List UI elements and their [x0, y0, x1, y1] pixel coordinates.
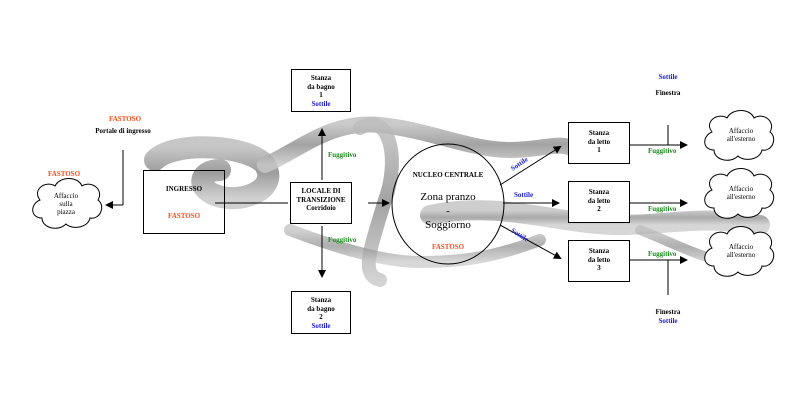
letto1-line-1: Stanza [588, 129, 610, 137]
finestra-top-tag: Sottile [658, 73, 678, 81]
bagno2-line-3: 2 [319, 313, 323, 321]
stanza-bagno-1-box: Stanza da bagno 1 Sottile [291, 69, 351, 112]
letto2-line-2: da letto [587, 196, 611, 205]
piazza-line-1: Affaccio [53, 192, 79, 200]
bagno1-line-3: 1 [319, 91, 323, 99]
cloud-right-3-line-1: Affaccio [728, 243, 754, 251]
nucleo-tag: FASTOSO [431, 243, 465, 251]
cloud-right-1-line-2: all'esterno [726, 135, 756, 143]
letto3-line-1: Stanza [588, 247, 610, 255]
nucleo-line-3: Soggiorno [425, 219, 471, 231]
letto1-line-2: da letto [587, 137, 611, 146]
connectors [105, 125, 688, 295]
portale-tag: FASTOSO [108, 115, 142, 123]
cloud-right-1-text: Affaccio all'esterno [716, 127, 766, 143]
letto2-line-1: Stanza [588, 188, 610, 196]
letto1-line-3: 1 [597, 146, 601, 154]
piazza-line-3: piazza [57, 208, 75, 216]
stanza-letto-1-box: Stanza da letto 1 [568, 122, 630, 164]
cloud-right-1-line-1: Affaccio [728, 127, 754, 135]
stanza-letto-3-box: Stanza da letto 3 [568, 240, 630, 282]
cloud-right-2-line-2: all'esterno [726, 193, 756, 201]
bagno1-tag: Sottile [311, 99, 331, 108]
nucleo-line-1: Zona pranzo [420, 191, 476, 203]
piazza-line-2: sulla [59, 200, 73, 208]
cloud-shapes [32, 110, 775, 277]
finestra-top-label: Finestra [655, 89, 681, 97]
letto3-line-2: da letto [587, 255, 611, 264]
stanza-letto-2-box: Stanza da letto 2 [568, 181, 630, 223]
fuggitivo-right-2-label: Fuggitivo [648, 205, 677, 213]
bagno2-line-1: Stanza [310, 296, 332, 304]
cloud-right-3-line-2: all'esterno [726, 251, 756, 259]
nucleo-centrale-ellipse [391, 143, 505, 265]
stanza-bagno-2-box: Stanza da bagno 2 Sottile [291, 291, 351, 334]
fuggitivo-top-label: Fuggitivo [328, 151, 357, 159]
treble-clef-icon [144, 116, 770, 287]
nucleo-title: NUCLEO CENTRALE [412, 171, 484, 179]
letto3-line-3: 3 [597, 264, 601, 272]
bagno1-line-2: da bagno [307, 82, 335, 91]
ingresso-title: INGRESSO [165, 185, 203, 193]
cloud-right-2-line-1: Affaccio [728, 185, 754, 193]
corridoio-line-1: LOCALE DI [301, 187, 341, 195]
nucleo-line-2: - [446, 205, 450, 217]
corridoio-box: LOCALE DI TRANSIZIONE Corridoio [290, 182, 352, 224]
piazza-tag: FASTOSO [47, 170, 81, 178]
corridoio-line-2: TRANSIZIONE [296, 195, 346, 204]
piazza-cloud-text: Affaccio sulla piazza [46, 192, 86, 216]
letto2-line-3: 2 [597, 205, 601, 213]
cloud-right-2-text: Affaccio all'esterno [716, 185, 766, 201]
cloud-right-3-text: Affaccio all'esterno [716, 243, 766, 259]
bagno2-line-2: da bagno [307, 304, 335, 313]
finestra-bottom-tag: Sottile [658, 317, 678, 325]
sottile-arrow-2-label: Sottile [514, 191, 534, 199]
bagno2-tag: Sottile [311, 321, 331, 330]
fuggitivo-right-3-label: Fuggitivo [648, 250, 677, 258]
portale-label: Portale di ingresso [95, 127, 151, 135]
ingresso-box: INGRESSO FASTOSO [143, 170, 225, 234]
fuggitivo-bottom-label: Fuggitivo [328, 236, 357, 244]
finestra-bottom-label: Finestra [655, 308, 681, 316]
corridoio-line-3: Corridoio [306, 204, 336, 212]
bagno1-line-1: Stanza [310, 74, 332, 82]
ingresso-tag: FASTOSO [167, 211, 201, 220]
fuggitivo-right-1-label: Fuggitivo [648, 147, 677, 155]
